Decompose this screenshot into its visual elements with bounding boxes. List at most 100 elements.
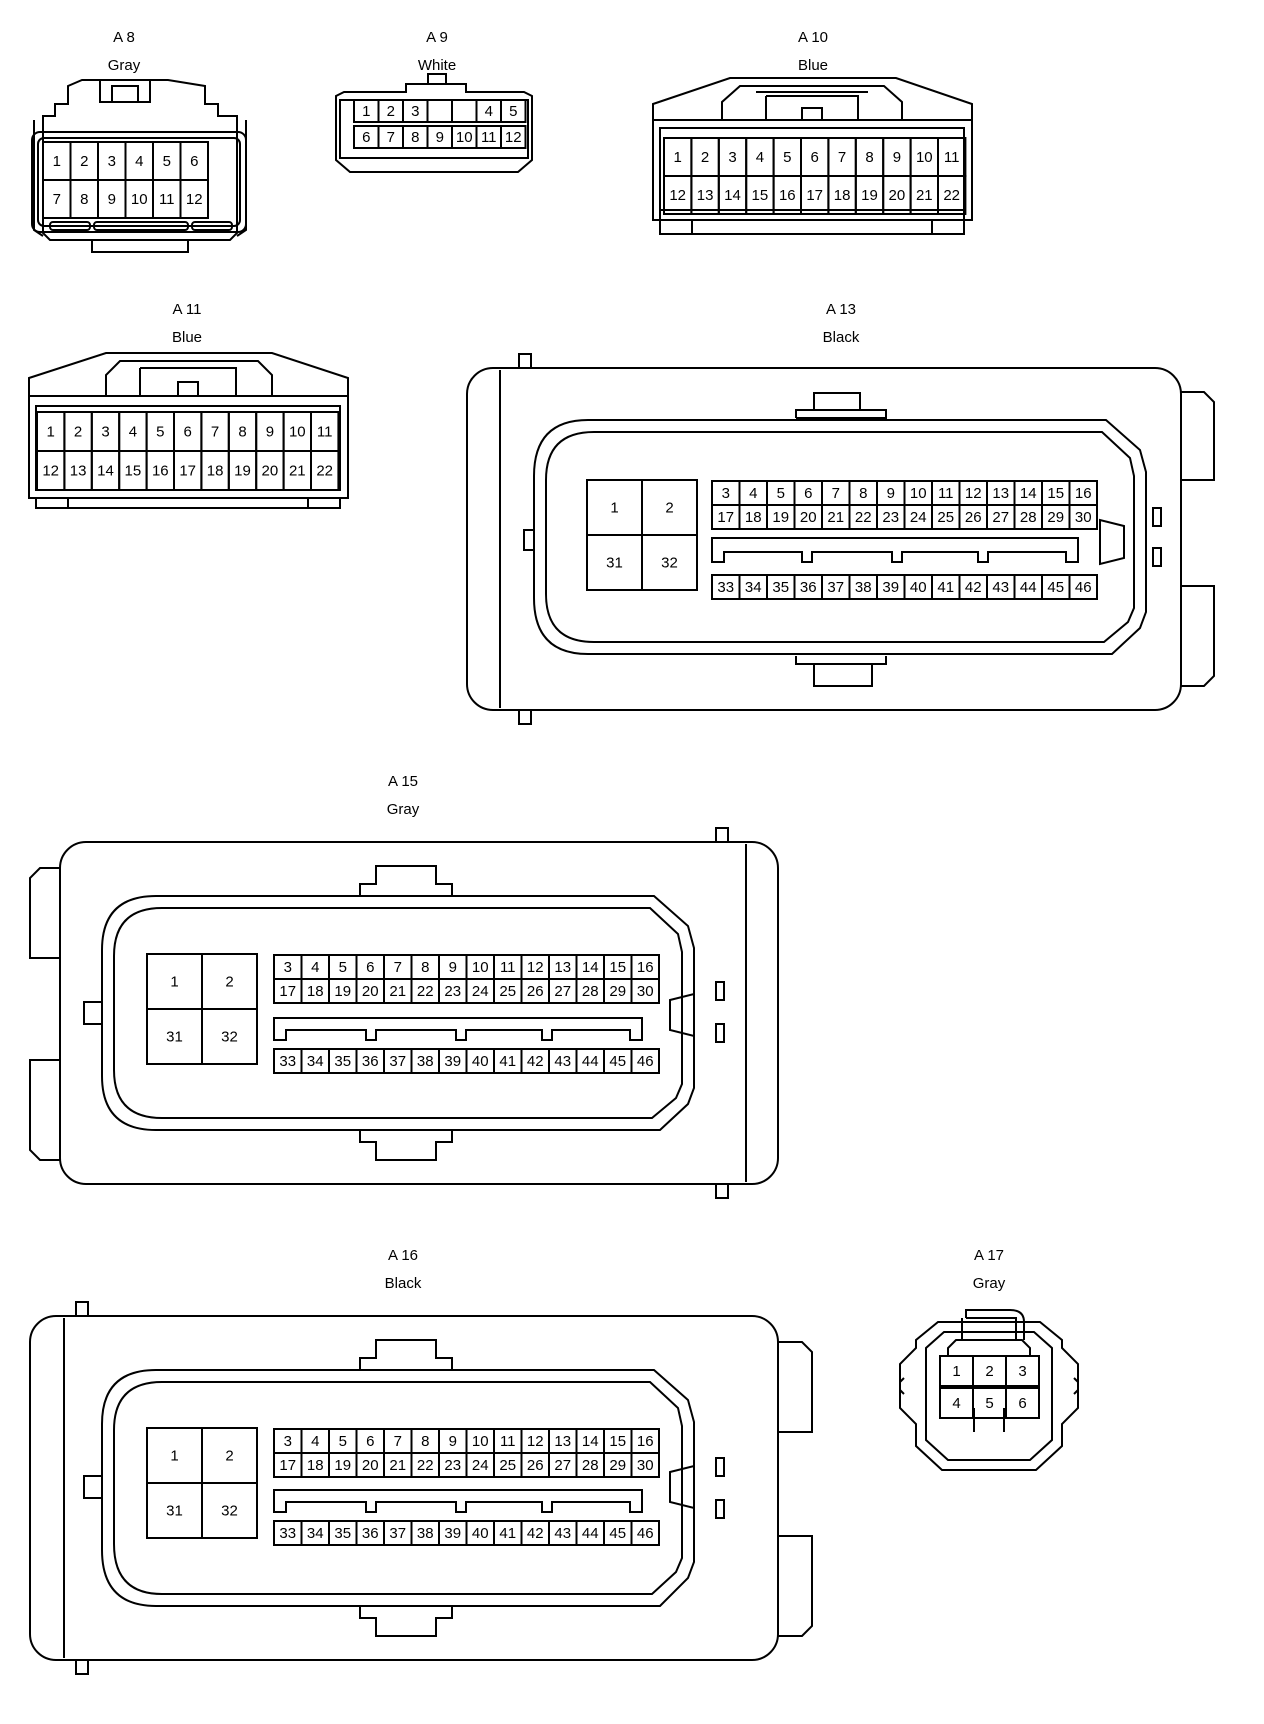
connector-a9-code: A 9 [426, 29, 448, 46]
terminal-4: 4 [311, 959, 319, 976]
terminal-24: 24 [910, 509, 927, 526]
terminal-45: 45 [1047, 579, 1064, 596]
terminal-17: 17 [279, 1457, 296, 1474]
connector-a13-color: Black [823, 329, 860, 346]
terminal-7: 7 [838, 149, 846, 166]
terminal-12: 12 [527, 1433, 544, 1450]
terminal-28: 28 [1020, 509, 1037, 526]
terminal-33: 33 [279, 1053, 296, 1070]
terminal-16: 16 [779, 187, 796, 204]
terminal-45: 45 [609, 1053, 626, 1070]
terminal-2: 2 [225, 974, 233, 991]
terminal-17: 17 [279, 983, 296, 1000]
terminal-45: 45 [609, 1525, 626, 1542]
terminal-30-cell [1068, 504, 1098, 530]
connector-a16-housing [29, 1301, 813, 1675]
terminal-42: 42 [527, 1525, 544, 1542]
terminal-3: 3 [284, 959, 292, 976]
terminal-22: 22 [316, 463, 333, 480]
terminal-11: 11 [944, 149, 960, 166]
terminal-18: 18 [834, 187, 851, 204]
terminal-12: 12 [965, 485, 982, 502]
terminal-15: 15 [1047, 485, 1064, 502]
terminal-18: 18 [745, 509, 762, 526]
terminal-38: 38 [417, 1525, 434, 1542]
terminal-42: 42 [965, 579, 982, 596]
terminal-5: 5 [339, 1433, 347, 1450]
terminal-17: 17 [806, 187, 823, 204]
terminal-30-cell [630, 1452, 660, 1478]
terminal-39: 39 [444, 1053, 461, 1070]
connector-a17-housing [899, 1309, 1079, 1471]
terminal-5: 5 [339, 959, 347, 976]
terminal-5: 5 [509, 103, 517, 120]
terminal-23: 23 [444, 983, 461, 1000]
terminal-44: 44 [582, 1053, 599, 1070]
terminal-20: 20 [262, 463, 279, 480]
connector-a11-code: A 11 [173, 301, 202, 318]
terminal-25: 25 [499, 983, 516, 1000]
terminal-43: 43 [554, 1525, 571, 1542]
connector-a16-code: A 16 [388, 1247, 418, 1264]
terminal-32-cell [641, 534, 698, 591]
terminal-32: 32 [221, 1503, 238, 1520]
terminal-6: 6 [190, 153, 198, 170]
terminal-22: 22 [855, 509, 872, 526]
terminal-23: 23 [444, 1457, 461, 1474]
terminal-6: 6 [811, 149, 819, 166]
terminal-15: 15 [125, 463, 142, 480]
terminal-46-cell [630, 1048, 660, 1074]
terminal-30: 30 [637, 983, 654, 1000]
terminal-13: 13 [554, 959, 571, 976]
terminal-10: 10 [910, 485, 927, 502]
terminal-12: 12 [42, 463, 59, 480]
terminal-37: 37 [389, 1525, 406, 1542]
terminal-39: 39 [882, 579, 899, 596]
terminal-1: 1 [47, 424, 55, 441]
terminal-20: 20 [362, 983, 379, 1000]
terminal-11: 11 [500, 959, 516, 976]
terminal-14: 14 [97, 463, 114, 480]
terminal-38: 38 [417, 1053, 434, 1070]
terminal-46: 46 [637, 1525, 654, 1542]
terminal-20: 20 [800, 509, 817, 526]
connector-a17-code: A 17 [974, 1247, 1004, 1264]
terminal-2: 2 [80, 153, 88, 170]
terminal-10: 10 [131, 191, 148, 208]
terminal-26: 26 [527, 983, 544, 1000]
terminal-35: 35 [334, 1053, 351, 1070]
connector-a15-code: A 15 [388, 773, 418, 790]
terminal-34: 34 [745, 579, 762, 596]
terminal-11: 11 [481, 129, 497, 146]
terminal-20: 20 [889, 187, 906, 204]
terminal-7: 7 [832, 485, 840, 502]
connector-a13-housing [466, 353, 1215, 725]
terminal-2: 2 [665, 500, 673, 517]
terminal-2: 2 [985, 1363, 993, 1380]
terminal-1: 1 [952, 1363, 960, 1380]
terminal-2: 2 [225, 1448, 233, 1465]
terminal-14: 14 [724, 187, 741, 204]
terminal-22: 22 [417, 983, 434, 1000]
terminal-26: 26 [965, 509, 982, 526]
terminal-blank-cell [426, 99, 453, 123]
terminal-46-cell [630, 1520, 660, 1546]
terminal-16: 16 [1075, 485, 1092, 502]
terminal-11: 11 [500, 1433, 516, 1450]
terminal-11: 11 [159, 191, 175, 208]
terminal-19: 19 [334, 1457, 351, 1474]
terminal-8: 8 [80, 191, 88, 208]
terminal-1: 1 [362, 103, 370, 120]
terminal-15: 15 [609, 1433, 626, 1450]
terminal-29: 29 [1047, 509, 1064, 526]
terminal-13: 13 [554, 1433, 571, 1450]
